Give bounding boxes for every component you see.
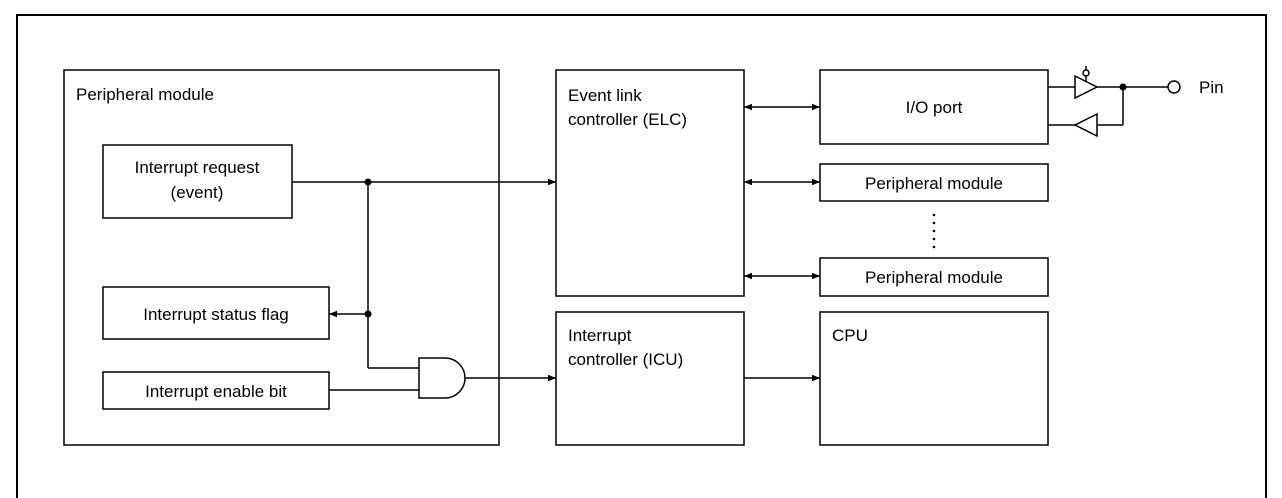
interrupt-status-flag-label: Interrupt status flag — [143, 305, 289, 324]
and-gate — [418, 357, 466, 399]
cpu-label: CPU — [832, 326, 868, 345]
vertical-ellipsis — [932, 213, 936, 249]
connections — [292, 103, 820, 391]
icu-line2: controller (ICU) — [568, 350, 683, 369]
interrupt-request-line1: Interrupt request — [135, 158, 260, 177]
interrupt-request-line2: (event) — [171, 183, 224, 202]
io-port-box: I/O port — [819, 69, 1049, 145]
interrupt-enable-bit-box: Interrupt enable bit — [102, 371, 330, 410]
page-border — [16, 14, 1267, 498]
pin-terminal — [1167, 80, 1181, 94]
junction-dot-top — [364, 178, 372, 186]
io-buffers: Pin — [1048, 66, 1224, 138]
peripheral-module-box-1: Peripheral module — [819, 163, 1049, 202]
interrupt-enable-bit-label: Interrupt enable bit — [145, 382, 287, 401]
io-port-label: I/O port — [906, 98, 963, 117]
icu-box: Interrupt controller (ICU) — [555, 311, 745, 446]
junction-dot-mid — [364, 310, 372, 318]
elc-box: Event link controller (ELC) — [555, 69, 745, 297]
peripheral-module-label-2: Peripheral module — [865, 268, 1003, 287]
peripheral-module-label-1: Peripheral module — [865, 174, 1003, 193]
interrupt-status-flag-box: Interrupt status flag — [102, 286, 330, 340]
icu-line1: Interrupt — [568, 326, 632, 345]
peripheral-module-title: Peripheral module — [76, 85, 214, 104]
peripheral-module-box-2: Peripheral module — [819, 257, 1049, 297]
elc-line2: controller (ELC) — [568, 110, 687, 129]
elc-line1: Event link — [568, 86, 642, 105]
interrupt-request-box: Interrupt request (event) — [102, 144, 293, 219]
cpu-box: CPU — [819, 311, 1049, 446]
pin-label: Pin — [1199, 78, 1224, 97]
input-buffer — [1073, 112, 1098, 138]
